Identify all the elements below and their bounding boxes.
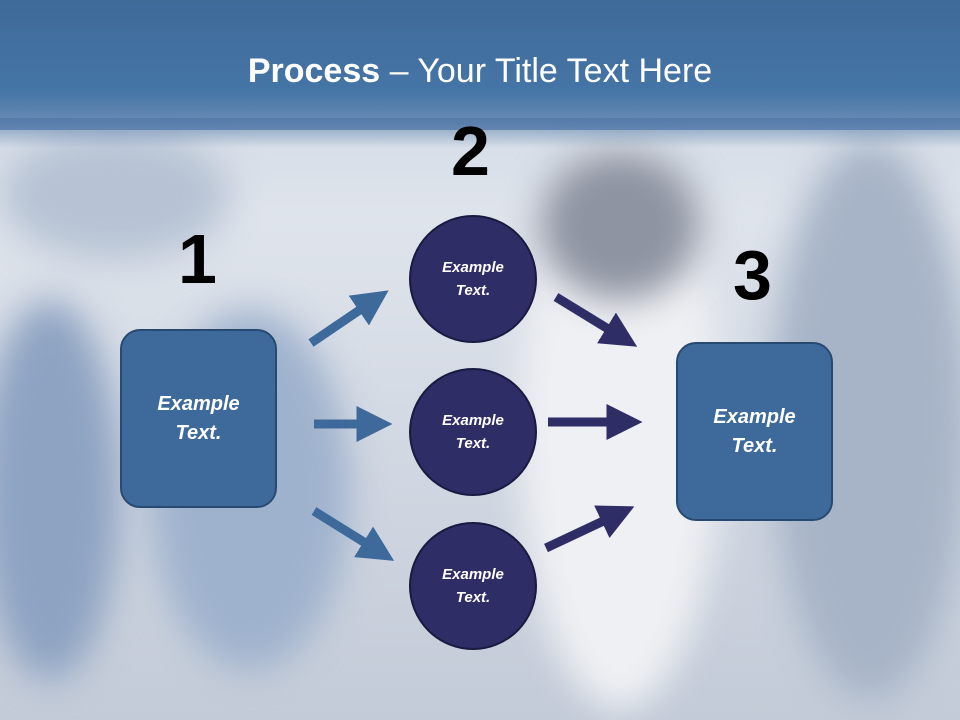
left-box: Example Text. bbox=[120, 329, 277, 508]
right-box: Example Text. bbox=[676, 342, 833, 521]
circle-middle: Example Text. bbox=[409, 368, 537, 496]
right-box-label: Example Text. bbox=[713, 405, 796, 457]
title-bar-fade bbox=[0, 118, 960, 148]
title-bold: Process bbox=[247, 52, 381, 90]
step-number-1: 1 bbox=[178, 220, 217, 298]
step-number-2: 2 bbox=[451, 112, 490, 190]
left-box-label: Example Text. bbox=[157, 392, 240, 444]
title-bar bbox=[0, 0, 960, 130]
slide-title: Process – Your Title Text Here bbox=[0, 52, 960, 91]
circle-bottom: Example Text. bbox=[409, 522, 537, 650]
arrow-left-to-bottom bbox=[311, 507, 395, 561]
background-woman-hair bbox=[540, 150, 700, 300]
circle-middle-label: Example Text. bbox=[442, 412, 504, 452]
circle-top-label: Example Text. bbox=[442, 259, 504, 299]
circle-bottom-label: Example Text. bbox=[442, 566, 504, 606]
circle-top: Example Text. bbox=[409, 215, 537, 343]
step-number-3: 3 bbox=[733, 236, 772, 314]
arrow-bottom-to-right bbox=[544, 505, 635, 553]
background-figure-left bbox=[0, 300, 120, 680]
background-window bbox=[0, 130, 230, 260]
title-rest: – Your Title Text Here bbox=[380, 52, 713, 90]
arrow-top-to-right bbox=[553, 293, 638, 347]
arrow-left-to-top bbox=[308, 290, 389, 347]
